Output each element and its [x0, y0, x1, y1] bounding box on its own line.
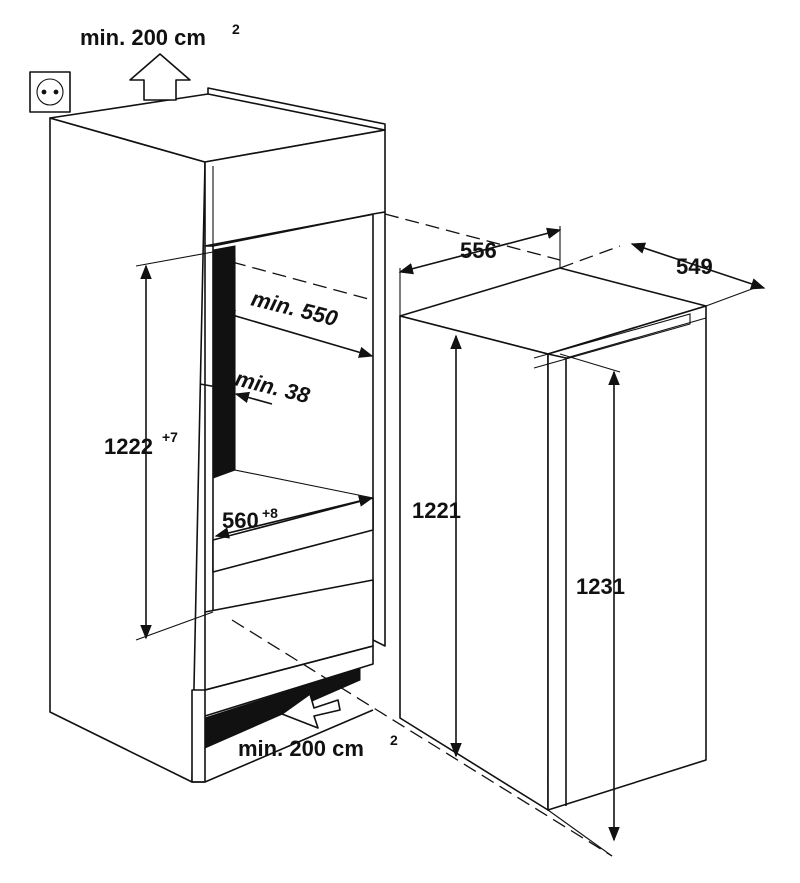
appliance-height-body-label: 1221 — [412, 498, 461, 523]
appliance-front-door — [547, 305, 707, 811]
vent-top-label: min. 200 cm — [80, 25, 206, 50]
cabinet-left-upright — [204, 245, 214, 613]
power-socket-icon — [29, 71, 71, 113]
airflow-in-arrow-icon — [281, 693, 341, 729]
niche-width-label: 560 — [222, 508, 259, 533]
vent-bottom-superscript: 2 — [390, 732, 398, 748]
niche-height-label: 1222 — [104, 434, 153, 459]
cabinet-vent-strip — [212, 245, 236, 479]
cabinet-bottom-vent — [204, 667, 361, 749]
appliance — [399, 267, 707, 811]
cabinet — [49, 87, 386, 783]
appliance-width-label: 556 — [460, 238, 497, 263]
vent-bottom-label: min. 200 cm — [238, 736, 364, 761]
gap-label: min. 38 — [233, 366, 313, 409]
niche-height-tolerance: +7 — [162, 429, 178, 445]
cabinet-right-upright — [372, 211, 386, 647]
airflow-up-arrow-icon — [129, 53, 191, 101]
appliance-height-total-label: 1231 — [576, 574, 625, 599]
dimension-lines — [135, 213, 766, 857]
appliance-side — [399, 315, 549, 811]
appliance-depth-label: 549 — [676, 254, 713, 279]
vent-top-superscript: 2 — [232, 21, 240, 37]
niche-width-tolerance: +8 — [262, 505, 278, 521]
